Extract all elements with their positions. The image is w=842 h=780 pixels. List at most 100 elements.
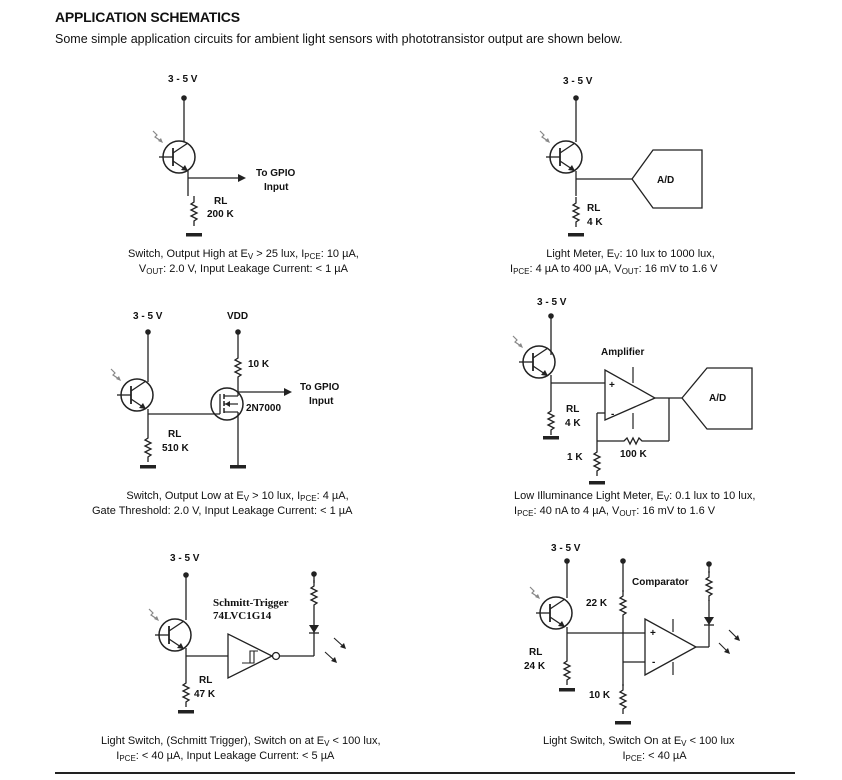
vdd-label: VDD bbox=[227, 311, 248, 322]
led-icon bbox=[309, 625, 319, 633]
supply-label: 3 - 5 V bbox=[133, 311, 163, 322]
rl-label: RL bbox=[529, 647, 542, 658]
caption-text: : 40 nA to 4 µA, V bbox=[533, 505, 620, 517]
part-number: 74LVC1G14 bbox=[213, 610, 272, 622]
resistor-icon bbox=[144, 431, 152, 463]
supply-label: 3 - 5 V bbox=[551, 543, 581, 554]
comparator-icon bbox=[644, 617, 698, 677]
ground-icon bbox=[589, 481, 605, 485]
caption-text: : 16 mV to 1.6 V bbox=[638, 263, 718, 275]
caption-text: : < 40 µA, Input Leakage Current: < 5 µA bbox=[135, 750, 335, 762]
circuit-light-meter: 3 - 5 V A/D RL 4 K bbox=[539, 76, 703, 237]
plus-label: + bbox=[609, 380, 615, 391]
caption-sub: V bbox=[324, 739, 330, 748]
caption-text: > 10 lux, I bbox=[249, 490, 301, 502]
caption-text: Switch, Output High at E bbox=[128, 248, 248, 260]
caption-text: : 2.0 V, Input Leakage Current: < 1 µA bbox=[163, 263, 348, 275]
comparator-label: Comparator bbox=[632, 577, 689, 588]
rl-value: 47 K bbox=[194, 689, 216, 700]
caption-text: Light Meter, E bbox=[546, 248, 615, 260]
opamp-icon bbox=[604, 368, 657, 421]
caption-sub: OUT bbox=[146, 267, 164, 276]
caption-text: : 0.1 lux to 10 lux, bbox=[669, 490, 756, 502]
phototransistor-icon bbox=[152, 130, 196, 174]
section-title: APPLICATION SCHEMATICS bbox=[55, 9, 240, 25]
section-intro: Some simple application circuits for amb… bbox=[55, 32, 623, 46]
ground-icon bbox=[186, 233, 202, 237]
caption-sub: V bbox=[681, 739, 687, 748]
resistor-icon bbox=[190, 195, 198, 227]
schmitt-trigger-icon bbox=[227, 632, 274, 680]
ground-icon bbox=[543, 436, 559, 440]
output-label-2: Input bbox=[309, 396, 334, 407]
circuit-low-illuminance-light-meter: 3 - 5 V RL 4 K Amplifier + - 100 K 1 K A… bbox=[512, 297, 753, 485]
circuit-light-switch-schmitt: 3 - 5 V RL 47 K Schmitt-Trigger 74LVC1G1… bbox=[148, 553, 346, 714]
adc-label: A/D bbox=[709, 393, 726, 404]
phototransistor-icon bbox=[148, 608, 192, 652]
caption-sub: PCE bbox=[625, 754, 642, 763]
resistor-icon bbox=[619, 589, 627, 621]
rl-label: RL bbox=[168, 429, 181, 440]
circuit-switch-output-low: 3 - 5 V VDD RL 510 K 10 K 2N7000 To GPIO… bbox=[110, 311, 339, 469]
rl-value: 4 K bbox=[587, 217, 603, 228]
resistor-icon bbox=[547, 404, 555, 436]
caption-sub: OUT bbox=[621, 267, 639, 276]
adc-block bbox=[631, 149, 703, 209]
ground-icon bbox=[568, 233, 584, 237]
ground-resistor-value: 1 K bbox=[567, 452, 583, 463]
caption-text: < 100 lux, bbox=[329, 735, 381, 747]
minus-label: - bbox=[611, 409, 614, 420]
caption-text: I bbox=[116, 750, 120, 762]
caption-sub: PCE bbox=[304, 252, 321, 261]
resistor-icon bbox=[619, 683, 627, 715]
adc-block bbox=[681, 367, 753, 430]
resistor-icon bbox=[310, 579, 318, 611]
rl-label: RL bbox=[587, 203, 600, 214]
led-icon bbox=[704, 617, 714, 625]
caption-sub: V bbox=[243, 494, 250, 503]
output-label: To GPIO bbox=[256, 168, 295, 179]
pullup-value: 10 K bbox=[248, 359, 270, 370]
phototransistor-icon bbox=[110, 368, 154, 412]
caption-text: I bbox=[510, 263, 514, 275]
arrow-icon bbox=[238, 174, 246, 182]
rl-value: 24 K bbox=[524, 661, 546, 672]
caption-text: Light Switch, Switch On at E bbox=[543, 735, 682, 747]
mosfet-icon bbox=[210, 387, 244, 421]
caption-sub: PCE bbox=[513, 267, 530, 276]
caption-text: Gate Threshold: 2.0 V, Input Leakage Cur… bbox=[92, 505, 353, 517]
caption-text: : 10 µA, bbox=[320, 248, 359, 260]
caption-text: : 4 µA to 400 µA, V bbox=[529, 263, 622, 275]
rl-value: 200 K bbox=[207, 209, 234, 220]
resistor-icon bbox=[182, 676, 190, 708]
arrow-icon bbox=[284, 388, 292, 396]
caption-text: : 10 lux to 1000 lux, bbox=[619, 248, 715, 260]
caption-sub: V bbox=[614, 252, 620, 261]
caption-low-illuminance-light-meter: Low Illuminance Light Meter, EV: 0.1 lux… bbox=[514, 490, 755, 520]
resistor-icon bbox=[597, 436, 669, 446]
caption-sub: PCE bbox=[119, 754, 136, 763]
ground-icon bbox=[615, 721, 631, 725]
rl-label: RL bbox=[214, 196, 227, 207]
ground-icon bbox=[178, 710, 194, 714]
feedback-resistor-value: 100 K bbox=[620, 449, 647, 460]
amplifier-label: Amplifier bbox=[601, 347, 644, 358]
caption-sub: V bbox=[247, 252, 254, 261]
caption-text: : 16 mV to 1.6 V bbox=[636, 505, 716, 517]
rl-value: 510 K bbox=[162, 443, 189, 454]
output-label-2: Input bbox=[264, 182, 289, 193]
bottom-resistor-value: 10 K bbox=[589, 690, 611, 701]
caption-switch-output-high: Switch, Output High at EV > 25 lux, IPCE… bbox=[128, 248, 359, 278]
top-resistor-value: 22 K bbox=[586, 598, 608, 609]
ground-icon bbox=[559, 688, 575, 692]
supply-label: 3 - 5 V bbox=[563, 76, 593, 87]
rl-label: RL bbox=[199, 675, 212, 686]
caption-text: > 25 lux, I bbox=[253, 248, 305, 260]
resistor-icon bbox=[234, 351, 242, 383]
caption-light-meter: Light Meter, EV: 10 lux to 1000 lux, IPC… bbox=[510, 248, 717, 278]
caption-sub: OUT bbox=[619, 509, 637, 518]
circuit-light-switch-comparator: 3 - 5 V RL 24 K 22 K 10 K + - Comparator bbox=[524, 543, 740, 725]
caption-switch-output-low: Switch, Output Low at EV > 10 lux, IPCE:… bbox=[92, 490, 352, 518]
caption-light-switch-comparator: Light Switch, Switch On at EV < 100 lux … bbox=[543, 735, 735, 765]
caption-text: Light Switch, (Schmitt Trigger), Switch … bbox=[101, 735, 325, 747]
